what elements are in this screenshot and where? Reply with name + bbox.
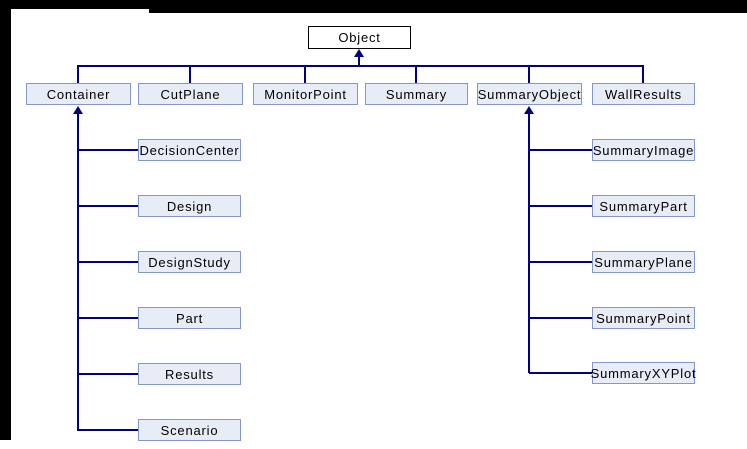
node-cutplane[interactable]: CutPlane <box>138 83 243 105</box>
node-object[interactable]: Object <box>308 26 411 49</box>
node-wallresults[interactable]: WallResults <box>592 83 695 105</box>
node-summarypart[interactable]: SummaryPart <box>592 195 695 217</box>
node-summarypoint[interactable]: SummaryPoint <box>592 307 695 329</box>
edge-branch-summaryxyplot <box>529 372 592 374</box>
edge-object-bus <box>77 65 644 67</box>
edge-branch-designstudy <box>77 261 138 263</box>
edge-branch-results <box>77 373 138 375</box>
edge-container-trunk <box>77 113 79 431</box>
arrow-to-container-icon <box>73 106 83 114</box>
node-summaryplane[interactable]: SummaryPlane <box>592 251 695 273</box>
node-part[interactable]: Part <box>138 307 241 329</box>
node-summaryobject[interactable]: SummaryObject <box>477 83 582 105</box>
edge-branch-decisioncenter <box>77 149 138 151</box>
edge-branch-scenario <box>77 429 138 431</box>
node-designstudy[interactable]: DesignStudy <box>138 251 241 273</box>
arrow-to-object-icon <box>354 49 364 57</box>
node-summary[interactable]: Summary <box>365 83 468 105</box>
node-decisioncenter[interactable]: DecisionCenter <box>138 139 241 161</box>
edge-branch-part <box>77 317 138 319</box>
arrow-to-summaryobject-icon <box>524 106 534 114</box>
edge-drop-monitorpoint <box>304 65 306 83</box>
edge-branch-summarypoint <box>529 317 592 319</box>
window-edge-top-right <box>149 0 747 13</box>
edge-drop-cutplane <box>189 65 191 83</box>
edge-drop-summary <box>415 65 417 83</box>
node-summaryxyplot[interactable]: SummaryXYPlot <box>591 362 696 384</box>
edge-drop-summaryobject <box>528 65 530 83</box>
node-design[interactable]: Design <box>138 195 241 217</box>
edge-branch-summarypart <box>529 205 592 207</box>
edge-branch-design <box>77 205 138 207</box>
node-summaryimage[interactable]: SummaryImage <box>592 139 695 161</box>
node-scenario[interactable]: Scenario <box>138 419 241 441</box>
edge-object-stem <box>358 56 360 66</box>
node-results[interactable]: Results <box>138 363 241 385</box>
window-edge-left <box>0 0 11 440</box>
node-monitorpoint[interactable]: MonitorPoint <box>253 83 358 105</box>
edge-summaryobject-trunk <box>528 113 530 373</box>
edge-drop-container <box>77 65 79 83</box>
node-container[interactable]: Container <box>26 83 131 105</box>
edge-branch-summaryplane <box>529 261 592 263</box>
edge-drop-wallresults <box>642 65 644 83</box>
window-edge-top-left <box>0 0 149 9</box>
edge-branch-summaryimage <box>529 149 592 151</box>
